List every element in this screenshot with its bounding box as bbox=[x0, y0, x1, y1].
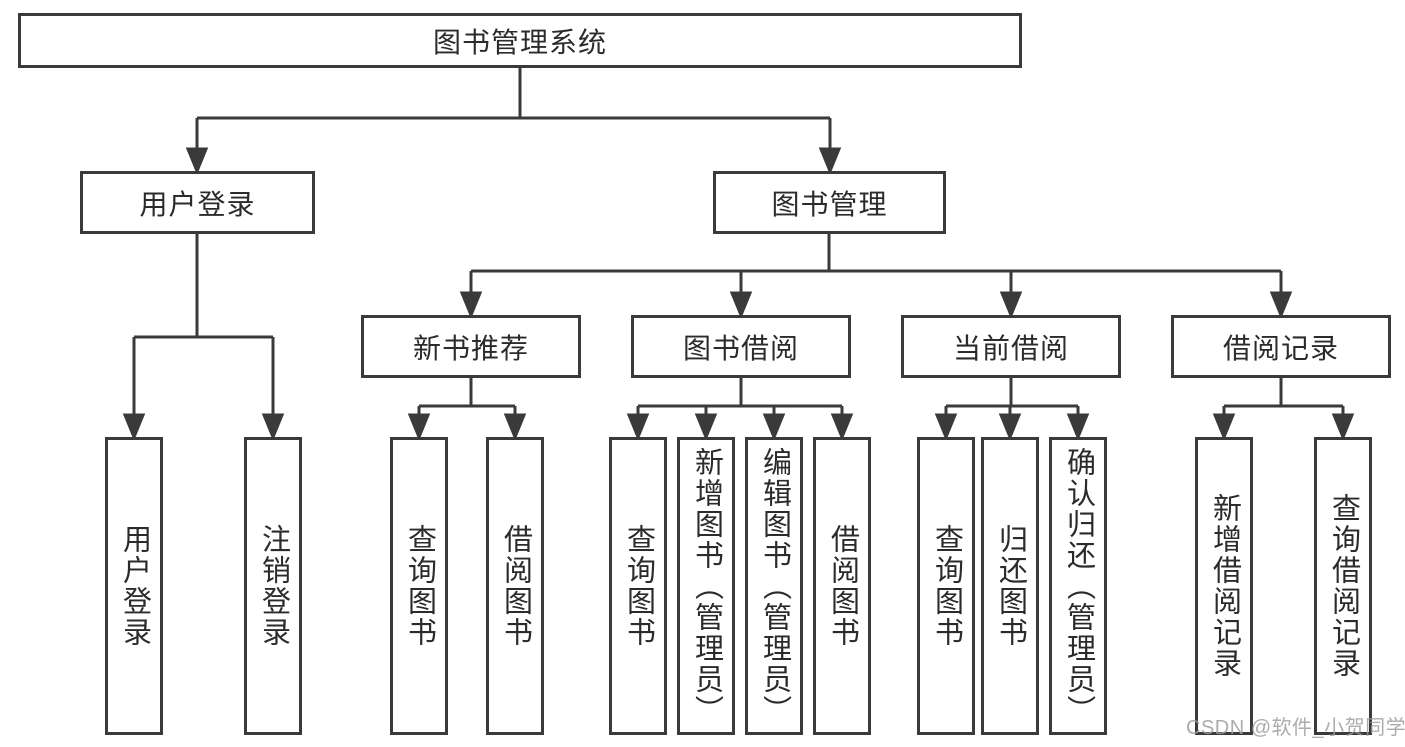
leaf-bb-query-books-label: 查询图书 bbox=[622, 524, 655, 648]
node-borrow-records: 借阅记录 bbox=[1171, 315, 1391, 378]
leaf-cb-query-books-label: 查询图书 bbox=[930, 524, 963, 648]
node-book-borrowing-label: 图书借阅 bbox=[682, 332, 799, 364]
leaf-bb-add-books: 新增图书（管理员） bbox=[677, 437, 735, 735]
leaf-br-query-record: 查询借阅记录 bbox=[1314, 437, 1372, 735]
arrowhead bbox=[503, 413, 527, 441]
arrowhead bbox=[1331, 413, 1355, 441]
arrowhead bbox=[818, 147, 842, 175]
arrowhead bbox=[762, 413, 786, 441]
leaf-bb-borrow-books-label: 借阅图书 bbox=[826, 524, 859, 648]
leaf-bb-borrow-books: 借阅图书 bbox=[813, 437, 871, 735]
node-user-login-label: 用户登录 bbox=[139, 188, 256, 220]
leaf-nb-borrow-books-label: 借阅图书 bbox=[499, 524, 532, 648]
leaf-br-query-record-label: 查询借阅记录 bbox=[1327, 493, 1360, 679]
leaf-cb-confirm-return-label: 确认归还（管理员） bbox=[1062, 446, 1095, 726]
node-new-book-recommend: 新书推荐 bbox=[361, 315, 581, 378]
leaf-cb-return-books-label: 归还图书 bbox=[994, 524, 1027, 648]
connector-new-book-recommend-to-leaves bbox=[407, 378, 527, 441]
leaf-bb-query-books: 查询图书 bbox=[609, 437, 667, 735]
arrowhead bbox=[185, 147, 209, 175]
leaf-bb-add-books-label: 新增图书（管理员） bbox=[690, 446, 723, 726]
connector-book-management-to-level3 bbox=[459, 234, 1293, 319]
leaf-br-add-record: 新增借阅记录 bbox=[1195, 437, 1253, 735]
node-new-book-recommend-label: 新书推荐 bbox=[412, 332, 529, 364]
leaf-bb-edit-books: 编辑图书（管理员） bbox=[745, 437, 803, 735]
node-borrow-records-label: 借阅记录 bbox=[1222, 332, 1339, 364]
arrowhead bbox=[261, 413, 285, 441]
leaf-logout: 注销登录 bbox=[244, 437, 302, 735]
leaf-user-login-label: 用户登录 bbox=[118, 524, 151, 648]
arrowhead bbox=[694, 413, 718, 441]
arrowhead bbox=[1212, 413, 1236, 441]
arrowhead bbox=[998, 413, 1022, 441]
arrowhead bbox=[459, 291, 483, 319]
node-root: 图书管理系统 bbox=[18, 13, 1022, 68]
arrowhead bbox=[626, 413, 650, 441]
connector-current-borrowing-to-leaves bbox=[934, 378, 1090, 441]
arrowhead bbox=[407, 413, 431, 441]
node-current-borrowing-label: 当前借阅 bbox=[952, 332, 1069, 364]
node-book-management: 图书管理 bbox=[713, 171, 946, 234]
connector-root-to-level2 bbox=[185, 68, 842, 175]
node-root-label: 图书管理系统 bbox=[432, 26, 607, 58]
leaf-cb-query-books: 查询图书 bbox=[917, 437, 975, 735]
csdn-watermark: CSDN @软件_小贺同学 bbox=[1186, 717, 1405, 739]
leaf-nb-query-books: 查询图书 bbox=[390, 437, 448, 735]
leaf-user-login: 用户登录 bbox=[105, 437, 163, 735]
connector-user-login-to-leaves bbox=[122, 234, 285, 441]
leaf-br-add-record-label: 新增借阅记录 bbox=[1208, 493, 1241, 679]
arrowhead bbox=[122, 413, 146, 441]
arrowhead bbox=[934, 413, 958, 441]
node-user-login: 用户登录 bbox=[80, 171, 315, 234]
arrowhead bbox=[1066, 413, 1090, 441]
connector-book-borrowing-to-leaves bbox=[626, 378, 854, 441]
leaf-logout-label: 注销登录 bbox=[257, 524, 290, 648]
leaf-cb-return-books: 归还图书 bbox=[981, 437, 1039, 735]
arrowhead bbox=[999, 291, 1023, 319]
arrowhead bbox=[1269, 291, 1293, 319]
node-book-borrowing: 图书借阅 bbox=[631, 315, 851, 378]
leaf-cb-confirm-return: 确认归还（管理员） bbox=[1049, 437, 1107, 735]
node-current-borrowing: 当前借阅 bbox=[901, 315, 1121, 378]
arrowhead bbox=[729, 291, 753, 319]
connector-borrow-records-to-leaves bbox=[1212, 378, 1355, 441]
leaf-bb-edit-books-label: 编辑图书（管理员） bbox=[758, 446, 791, 726]
arrowhead bbox=[830, 413, 854, 441]
node-book-management-label: 图书管理 bbox=[771, 188, 888, 220]
leaf-nb-borrow-books: 借阅图书 bbox=[486, 437, 544, 735]
leaf-nb-query-books-label: 查询图书 bbox=[403, 524, 436, 648]
